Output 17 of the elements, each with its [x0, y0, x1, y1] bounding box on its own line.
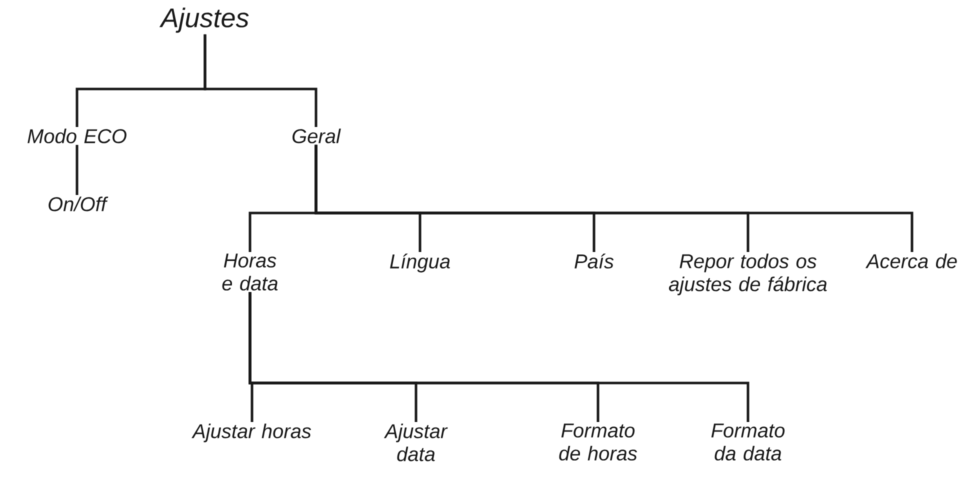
tree-label: On/Off: [48, 196, 108, 212]
tree-label: Modo ECO: [28, 128, 126, 144]
tree-label: Geral: [292, 128, 341, 144]
tree-label: Acerca de: [865, 254, 957, 268]
tree-label: País: [574, 254, 614, 268]
tree-label: Língua: [390, 254, 450, 272]
tree-label: Formato de horas: [559, 424, 638, 461]
tree-connector: [204, 34, 318, 127]
tree-label: Ajustar data: [384, 424, 448, 462]
tree-label: Horas e data: [222, 254, 278, 291]
tree-label: Repor todos os ajustes de fábrica: [668, 254, 827, 296]
tree-label: Ajustes: [159, 8, 249, 33]
tree-connector: [76, 144, 78, 195]
tree-connector: [248, 292, 750, 422]
tree-label: Formato da data: [711, 424, 785, 461]
tree-label: Ajustar horas: [192, 424, 312, 442]
tree-connector: [314, 144, 914, 252]
